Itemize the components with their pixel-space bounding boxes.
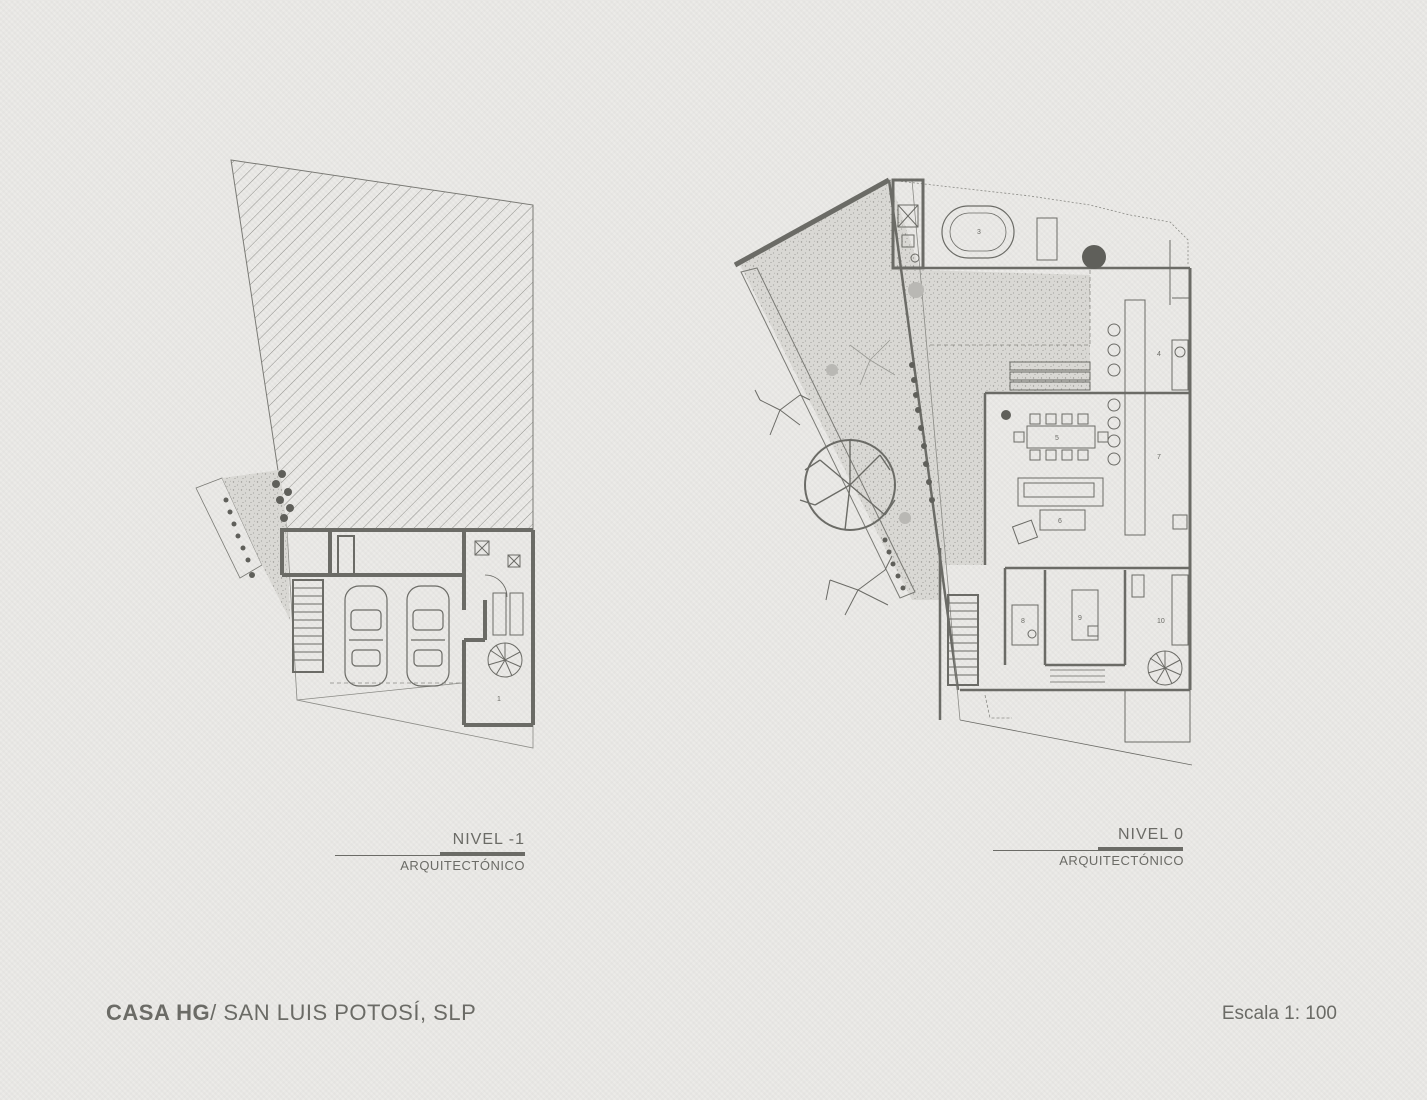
room-number: 5 (1055, 435, 1059, 442)
room-number: 9 (1078, 615, 1082, 622)
project-location: / SAN LUIS POTOSÍ, SLP (210, 1000, 477, 1025)
sofa-icon (1011, 477, 1104, 545)
plan-nivel-menos-1: 1 (195, 159, 535, 749)
tree-icon (1082, 245, 1106, 269)
room-number: 6 (1058, 518, 1062, 525)
car-icon (344, 585, 388, 687)
stairs-nivel-menos-1 (292, 579, 324, 673)
tree-icon (849, 339, 896, 386)
label-rule-accent (440, 852, 525, 855)
label-rule (335, 855, 525, 856)
room-number: 1 (497, 696, 501, 703)
project-title: CASA HG/ SAN LUIS POTOSÍ, SLP (106, 1000, 476, 1026)
car-icon (406, 585, 450, 687)
label-rule-accent (1098, 847, 1183, 850)
plan-subtitle-nivel-menos-1: ARQUITECTÓNICO (400, 858, 525, 873)
scale-label: Escala 1: 100 (1221, 1003, 1337, 1024)
room-number: 8 (1021, 618, 1025, 625)
plan-nivel-0: 3 4 (733, 177, 1193, 766)
tree-icon (825, 555, 893, 616)
plan-title-nivel-menos-1: NIVEL -1 (452, 831, 525, 848)
shrub-icons (882, 362, 935, 591)
room-number: 4 (1157, 351, 1161, 358)
project-name: CASA HG (106, 1000, 211, 1025)
room-number: 10 (1157, 618, 1165, 625)
spiral-stair-icon (487, 642, 523, 678)
room-number: 7 (1157, 454, 1161, 461)
tree-icon (754, 389, 811, 436)
gravel-garden (740, 180, 1090, 600)
label-rule (993, 850, 1183, 851)
spiral-stair-icon (1147, 650, 1183, 686)
room-number: 3 (977, 229, 981, 236)
plan-title-nivel-0: NIVEL 0 (1118, 826, 1184, 843)
stairs-nivel-0 (947, 594, 979, 686)
shrub-icons (223, 470, 294, 578)
dining-table-icon (1013, 413, 1109, 461)
bathtub-icon (941, 205, 1015, 259)
plan-subtitle-nivel-0: ARQUITECTÓNICO (1059, 853, 1184, 868)
tree-icon (799, 439, 896, 531)
gravel-garden (222, 470, 290, 620)
